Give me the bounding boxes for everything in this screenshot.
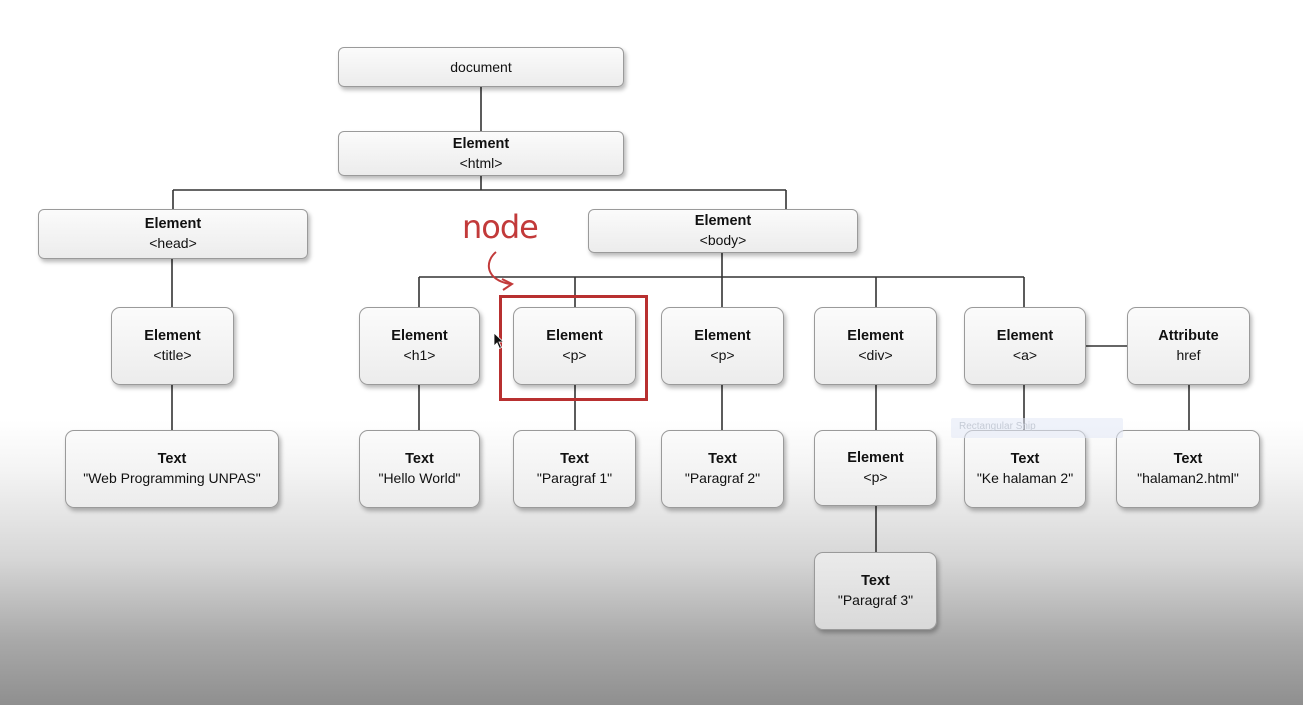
href-node-title: Attribute [1158, 328, 1219, 344]
href-node-name: href [1176, 347, 1201, 363]
p1-node-tag: <p> [562, 347, 587, 363]
title-text-title: Text [157, 451, 187, 467]
p1-text-node: Text "Paragraf 1" [513, 430, 636, 508]
p2-node-title: Element [694, 328, 751, 344]
mouse-cursor-icon [493, 332, 505, 350]
html-element-node: Element <html> [338, 131, 624, 176]
body-element-node: Element <body> [588, 209, 858, 253]
href-attribute-node: Attribute href [1127, 307, 1250, 385]
title-text-value: "Web Programming UNPAS" [83, 470, 261, 486]
node-annotation-label: node [462, 208, 539, 246]
body-node-title: Element [694, 213, 752, 229]
annotation-arrow [487, 251, 514, 291]
p2-element-node: Element <p> [661, 307, 784, 385]
head-node-title: Element [144, 216, 202, 232]
title-node-tag: <title> [153, 347, 192, 363]
title-node-title: Element [144, 328, 201, 344]
head-node-tag: <head> [149, 235, 197, 251]
p3-text-title: Text [861, 573, 890, 589]
a-element-node: Element <a> [964, 307, 1086, 385]
p3-text-node: Text "Paragraf 3" [814, 552, 937, 630]
body-node-tag: <body> [699, 232, 747, 248]
p1-text-title: Text [560, 451, 589, 467]
div-p-element-node: Element <p> [814, 430, 937, 506]
p2-node-tag: <p> [710, 347, 735, 363]
h1-node-title: Element [391, 328, 448, 344]
title-element-node: Element <title> [111, 307, 234, 385]
head-element-node: Element <head> [38, 209, 308, 259]
html-node-title: Element [452, 135, 510, 152]
h1-node-tag: <h1> [403, 347, 436, 363]
p1-text-value: "Paragraf 1" [536, 470, 613, 486]
p2-text-title: Text [708, 451, 737, 467]
a-text-node: Text "Ke halaman 2" [964, 430, 1086, 508]
snip-tooltip-text: Rectangular Snip [959, 421, 1036, 432]
h1-text-title: Text [405, 451, 434, 467]
h1-text-value: "Hello World" [378, 470, 461, 486]
href-text-value: "halaman2.html" [1137, 470, 1239, 486]
document-label: document [450, 58, 512, 75]
p1-node-title: Element [546, 328, 603, 344]
a-node-title: Element [996, 328, 1054, 344]
p1-element-node: Element <p> [513, 307, 636, 385]
a-text-value: "Ke halaman 2" [976, 470, 1074, 486]
p2-text-node: Text "Paragraf 2" [661, 430, 784, 508]
div-element-node: Element <div> [814, 307, 937, 385]
div-node-title: Element [847, 328, 904, 344]
a-text-title: Text [1010, 451, 1040, 467]
href-text-title: Text [1173, 451, 1203, 467]
h1-text-node: Text "Hello World" [359, 430, 480, 508]
div-p-node-title: Element [847, 450, 904, 466]
document-node: document [338, 47, 624, 87]
h1-element-node: Element <h1> [359, 307, 480, 385]
title-text-node: Text "Web Programming UNPAS" [65, 430, 279, 508]
p3-text-value: "Paragraf 3" [837, 592, 914, 608]
div-node-tag: <div> [858, 347, 893, 363]
html-node-tag: <html> [459, 154, 503, 171]
p2-text-value: "Paragraf 2" [684, 470, 761, 486]
node-highlight-box [499, 295, 648, 401]
a-node-tag: <a> [1012, 347, 1038, 363]
href-text-node: Text "halaman2.html" [1116, 430, 1260, 508]
div-p-node-tag: <p> [863, 469, 888, 485]
rectangular-snip-tooltip: Rectangular Snip [951, 418, 1123, 438]
